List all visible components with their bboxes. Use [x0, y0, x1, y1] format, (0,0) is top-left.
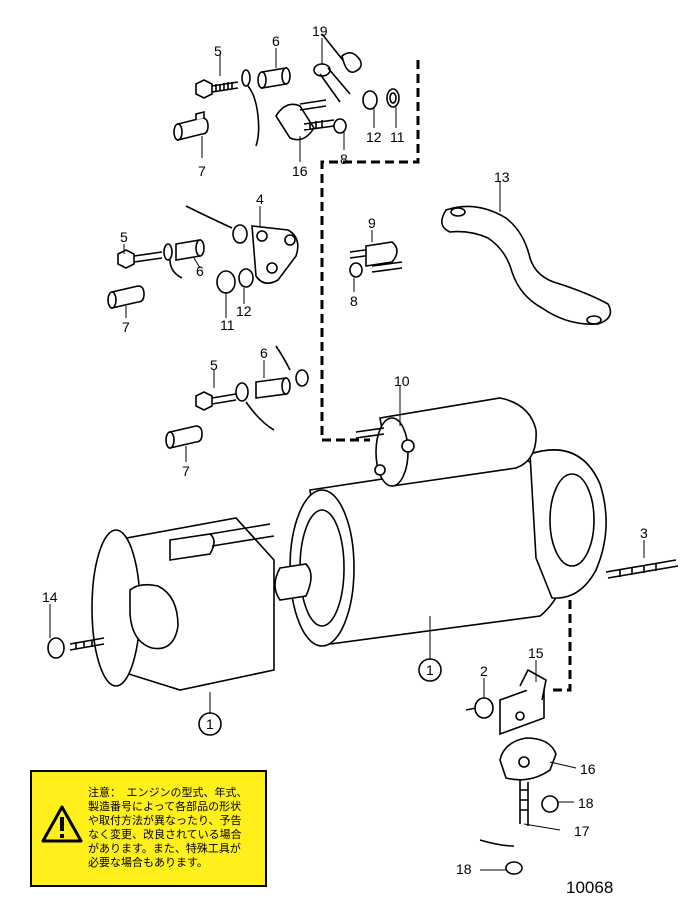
callout-1-circle-rear [198, 712, 222, 736]
lower-terminal-group [165, 345, 309, 450]
callout-9: 9 [368, 215, 376, 231]
caution-notice-box: 注意： エンジンの型式、年式、 製造番号によって各部品の形状 や取付方法が異なっ… [30, 770, 267, 887]
callout-18-lower: 18 [456, 861, 472, 877]
callout-1-circle-main [418, 658, 442, 682]
callout-6-top: 6 [272, 33, 280, 49]
callout-5-low: 5 [210, 357, 218, 373]
callout-7-low: 7 [182, 463, 190, 479]
callout-5-top: 5 [214, 43, 222, 59]
callout-16-top: 16 [292, 163, 308, 179]
caution-notice-text: 注意： エンジンの型式、年式、 製造番号によって各部品の形状 や取付方法が異なっ… [88, 786, 248, 869]
callout-6-low: 6 [260, 345, 268, 361]
ground-strap [441, 205, 612, 325]
callout-2: 2 [480, 663, 488, 679]
callout-17: 17 [574, 823, 590, 839]
middle-terminal-group [107, 205, 403, 310]
upper-terminal-group [173, 33, 400, 147]
callout-12-top: 12 [366, 129, 382, 145]
callout-7-mid: 7 [122, 319, 130, 335]
callout-18-upper: 18 [578, 795, 594, 811]
callout-14: 14 [42, 589, 58, 605]
callout-8-top: 8 [340, 151, 348, 167]
callout-1-main: 1 [426, 662, 434, 678]
starter-motor [274, 397, 679, 647]
callout-8-mid: 8 [350, 293, 358, 309]
callout-16-low: 16 [580, 761, 596, 777]
rear-housing [47, 517, 275, 691]
connector-lines [320, 60, 572, 692]
callout-11-mid: 11 [220, 317, 235, 333]
figure-number: 10068 [566, 878, 614, 897]
callout-15: 15 [528, 645, 544, 661]
callout-3: 3 [640, 525, 648, 541]
leader-lines [49, 38, 645, 871]
callout-5-mid: 5 [120, 229, 128, 245]
mounting-bracket-set [465, 668, 559, 875]
callout-12-mid: 12 [236, 303, 252, 319]
callout-13: 13 [494, 169, 510, 185]
callout-11-top: 11 [390, 129, 405, 145]
callout-19: 19 [312, 23, 328, 39]
callout-4: 4 [256, 191, 264, 207]
callout-1-rear: 1 [206, 716, 214, 732]
callout-10: 10 [394, 373, 410, 389]
warning-triangle-icon [41, 805, 83, 843]
callout-7-top: 7 [198, 163, 206, 179]
callout-6-mid: 6 [196, 263, 204, 279]
